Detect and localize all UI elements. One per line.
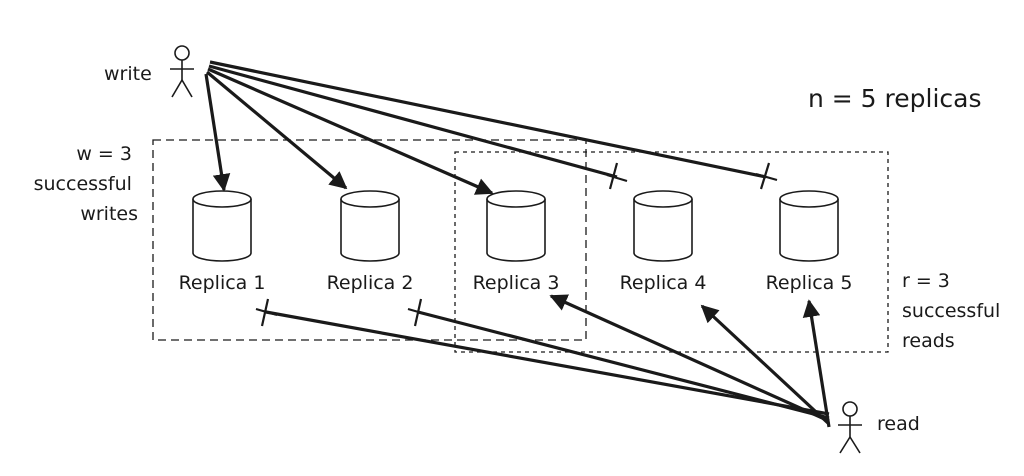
replica-5: Replica 5: [766, 190, 853, 294]
write-label: write: [104, 63, 152, 85]
write-failed-icon: [755, 162, 778, 190]
database-icon: [340, 190, 400, 262]
write-request-replica-4: [208, 64, 618, 179]
replica-label: Replica 5: [766, 272, 853, 294]
read-person-icon: [838, 401, 862, 454]
replica-4: Replica 4: [620, 190, 707, 294]
read-label: read: [877, 413, 920, 435]
write-request-replica-2: [205, 70, 348, 190]
replica-label: Replica 2: [327, 272, 414, 294]
read-failed-icon: [255, 298, 278, 327]
read-request-replica-1: [265, 310, 830, 416]
write-request-replica-3: [207, 67, 494, 195]
replica-2: Replica 2: [327, 190, 414, 294]
write-quorum-label: w = 3 successful writes: [34, 143, 138, 225]
read-request-replica-3: [549, 294, 830, 423]
read-request-replica-5: [802, 299, 831, 428]
replica-1: Replica 1: [179, 190, 266, 294]
read-request-replica-2: [417, 310, 830, 420]
read-failed-icon: [407, 298, 430, 327]
replica-3: Replica 3: [473, 190, 560, 294]
replica-label: Replica 4: [620, 272, 707, 294]
write-failed-icon: [606, 162, 628, 190]
database-icon: [192, 190, 252, 262]
replica-label: Replica 1: [179, 272, 266, 294]
write-person-icon: [170, 45, 194, 98]
read-quorum-box: [454, 151, 889, 353]
write-request-replica-5: [209, 60, 767, 179]
database-icon: [486, 190, 546, 262]
write-quorum-box: [152, 139, 587, 341]
replica-label: Replica 3: [473, 272, 560, 294]
database-icon: [633, 190, 693, 262]
write-request-replica-1: [204, 73, 231, 192]
read-request-replica-4: [700, 304, 831, 426]
diagram-title: n = 5 replicas: [808, 84, 982, 113]
read-quorum-label: r = 3 successful reads: [902, 270, 1006, 352]
database-icon: [779, 190, 839, 262]
